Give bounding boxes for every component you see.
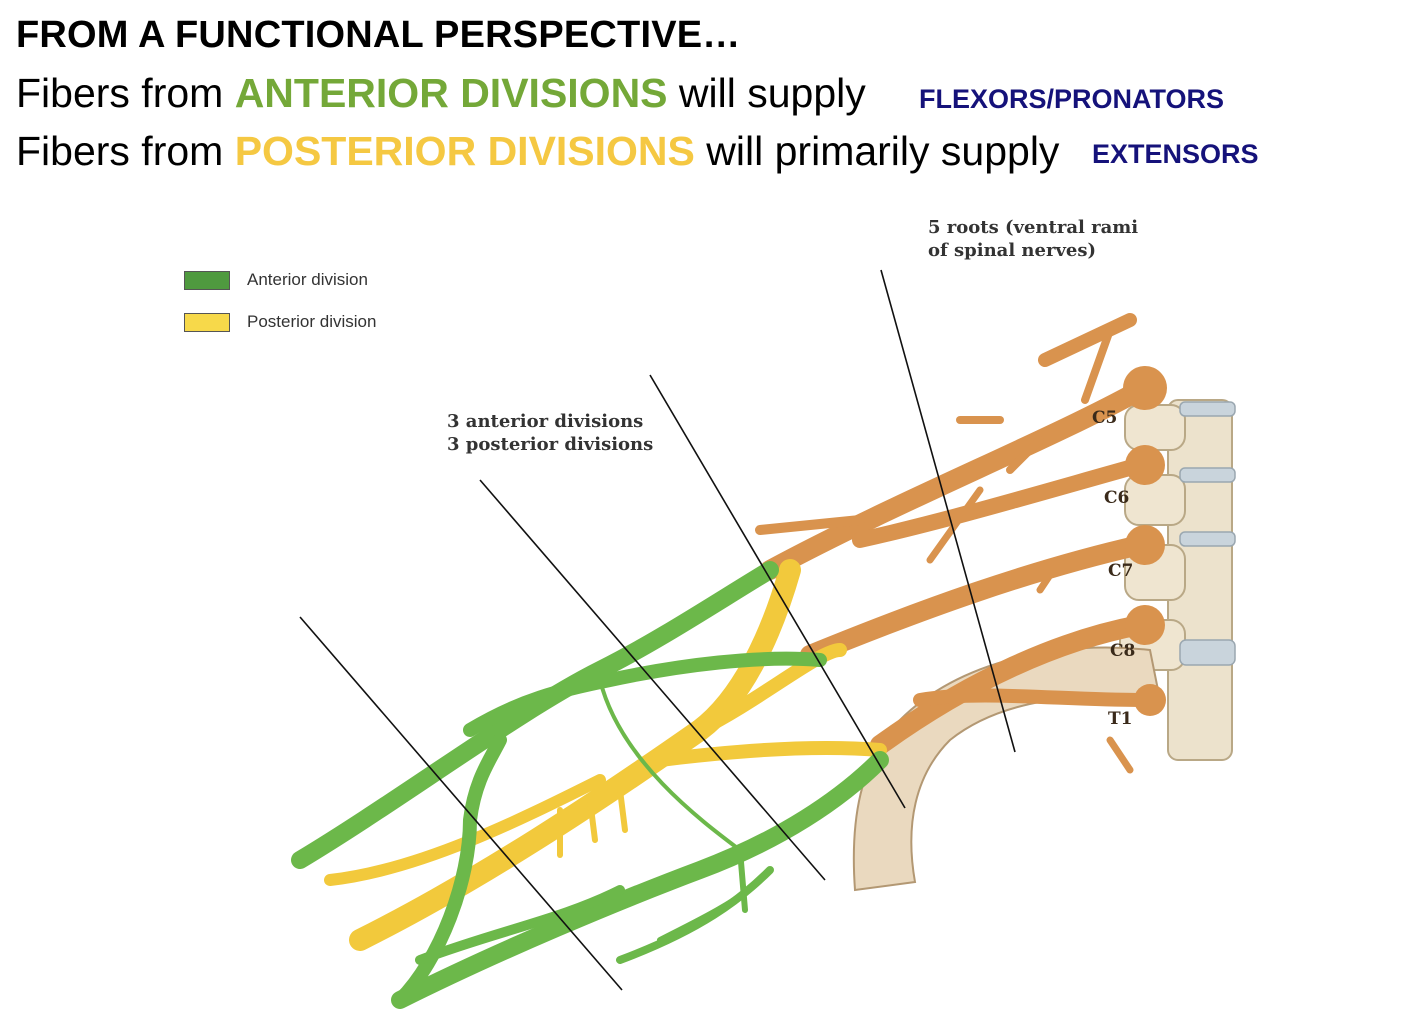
posterior-answer: EXTENSORS — [1092, 139, 1259, 169]
anterior-answer: FLEXORS/PRONATORS — [919, 84, 1225, 114]
legend-swatch-anterior — [184, 271, 230, 290]
legend-swatch-posterior — [184, 313, 230, 332]
root-label-c6: C6 — [1104, 488, 1129, 508]
anterior-highlight: ANTERIOR DIVISIONS — [234, 70, 668, 116]
legend-label-anterior: Anterior division — [247, 270, 368, 289]
posterior-statement: Fibers from POSTERIOR DIVISIONS will pri… — [16, 128, 1059, 175]
anterior-statement: Fibers from ANTERIOR DIVISIONS will supp… — [16, 70, 866, 117]
posterior-prefix: Fibers from — [16, 128, 235, 174]
roots-callout-line1: 5 roots (ventral rami — [928, 217, 1139, 238]
root-label-t1: T1 — [1108, 709, 1132, 729]
leader-lines — [299, 269, 1016, 991]
nerve-roots — [755, 313, 1167, 774]
root-label-c5: C5 — [1092, 408, 1117, 428]
legend-label-posterior: Posterior division — [247, 312, 377, 331]
root-label-c7: C7 — [1108, 561, 1133, 581]
root-label-c8: C8 — [1110, 641, 1135, 661]
divisions-callout-line2: 3 posterior divisions — [447, 434, 654, 455]
first-rib — [852, 646, 1162, 892]
slide-heading: FROM A FUNCTIONAL PERSPECTIVE… — [16, 14, 741, 56]
anterior-suffix: will supply — [667, 70, 866, 116]
posterior-suffix: will primarily supply — [694, 128, 1060, 174]
anterior-prefix: Fibers from — [16, 70, 235, 116]
divisions-callout: 3 anterior divisions 3 posterior divisio… — [447, 410, 653, 456]
roots-callout: 5 roots (ventral rami of spinal nerves) — [928, 216, 1138, 262]
roots-callout-line2: of spinal nerves) — [928, 240, 1097, 261]
divisions-callout-line1: 3 anterior divisions — [447, 411, 644, 432]
anterior-divisions — [291, 561, 889, 1009]
posterior-highlight: POSTERIOR DIVISIONS — [234, 128, 695, 174]
